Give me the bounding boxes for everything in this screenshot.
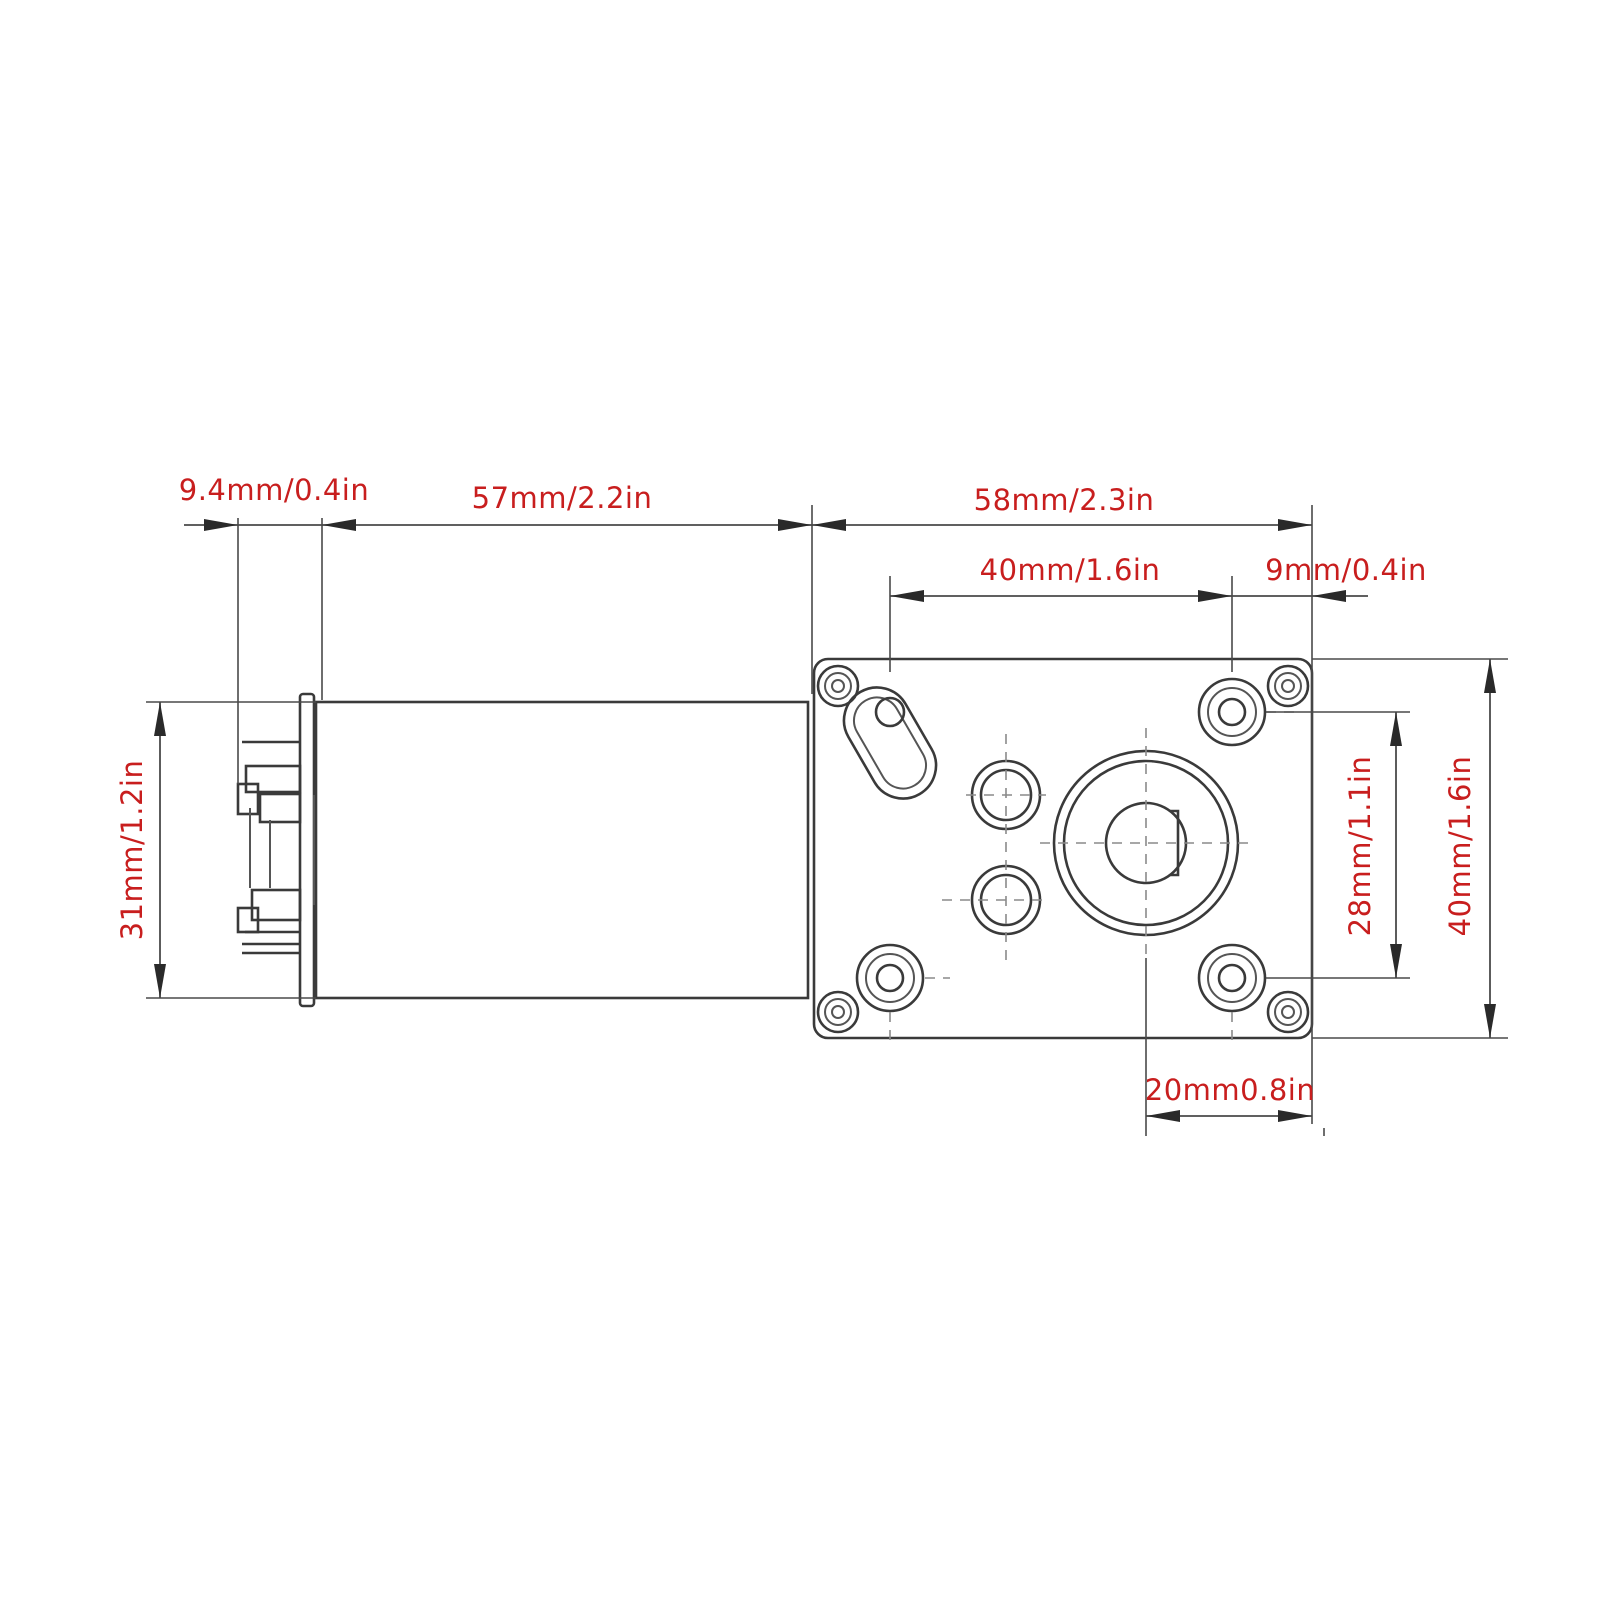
- mount-hole: [855, 943, 925, 1013]
- shaft-flat: [1170, 809, 1180, 877]
- motor-end-flange: [298, 692, 316, 1008]
- motor-length-label: 57mm/2.2in: [472, 481, 653, 515]
- corner-screw: [1266, 664, 1310, 708]
- dimension-labels: 9.4mm/0.4in 57mm/2.2in 58mm/2.3in 40mm/1…: [115, 473, 1477, 1107]
- terminal-block: [236, 740, 302, 955]
- mount-spacing-x-label: 40mm/1.6in: [980, 553, 1161, 587]
- extension-lines: [146, 505, 1508, 1136]
- motor-can: [314, 700, 810, 1000]
- shaft-offset-label: 20mm0.8in: [1145, 1073, 1315, 1107]
- gearbox-plate: [812, 657, 1314, 1044]
- gearbox-height-label: 40mm/1.6in: [1443, 756, 1477, 937]
- corner-screw: [816, 990, 860, 1034]
- boss-lower: [942, 860, 1046, 964]
- mount-hole: [1197, 943, 1267, 1013]
- corner-screw: [1266, 990, 1310, 1034]
- output-offset-label: 9mm/0.4in: [1265, 553, 1427, 587]
- motor-body: [298, 692, 810, 1008]
- corner-screw: [816, 664, 860, 708]
- motor-diameter-label: 31mm/1.2in: [115, 760, 149, 941]
- mount-hole: [1197, 677, 1267, 747]
- terminal-length-label: 9.4mm/0.4in: [179, 473, 369, 507]
- mount-spacing-y-label: 28mm/1.1in: [1343, 756, 1377, 937]
- boss-upper: [966, 734, 1046, 856]
- dimension-lines: [154, 519, 1496, 1122]
- slotted-mount-hole: [842, 686, 938, 800]
- gearbox-length-label: 58mm/2.3in: [974, 483, 1155, 517]
- output-hub: [1040, 728, 1252, 958]
